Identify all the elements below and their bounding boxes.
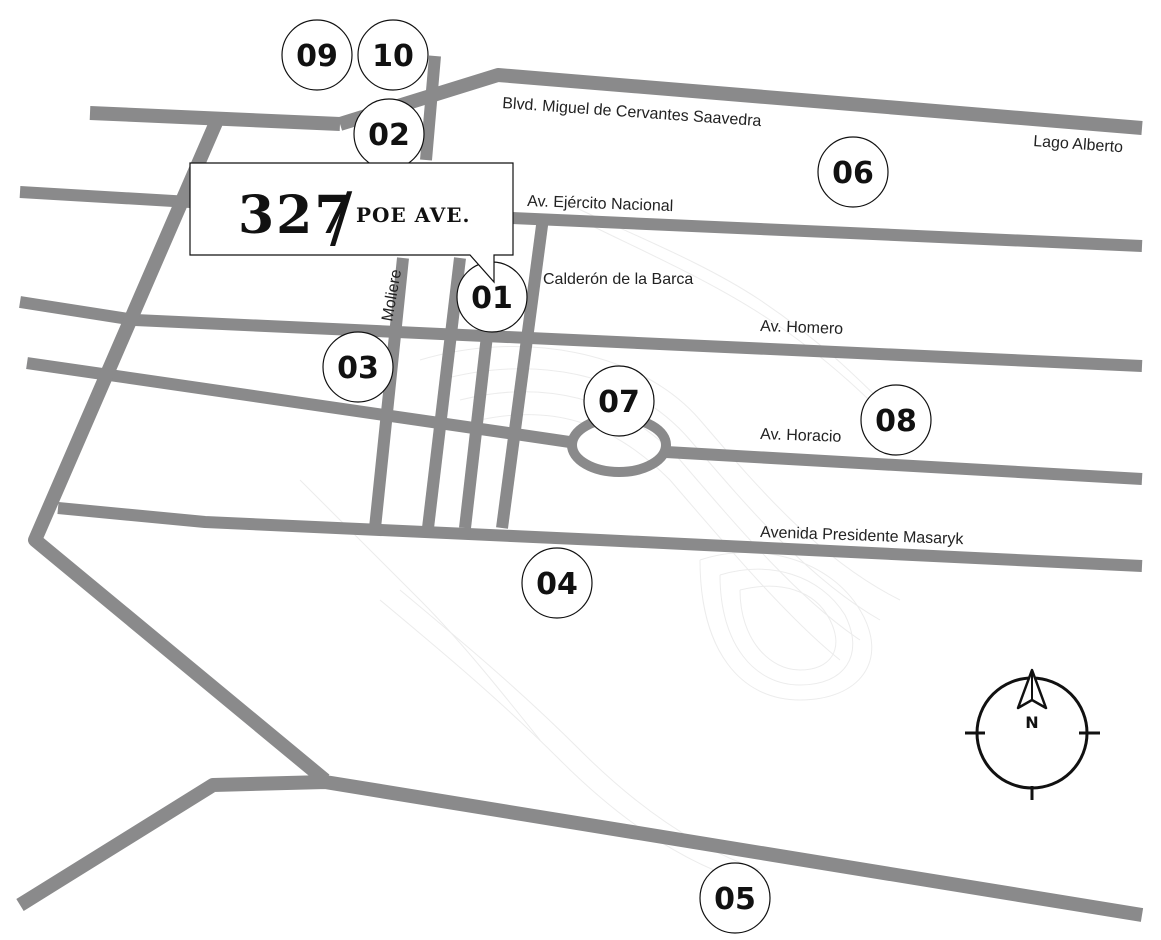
road-calderon (496, 217, 549, 529)
label-ejercito: Av. Ejército Nacional (527, 193, 674, 215)
svg-text:03: 03 (337, 351, 379, 386)
road-horacio-east (665, 446, 1143, 485)
marker-05[interactable]: 05 (699, 862, 771, 934)
svg-text:08: 08 (875, 404, 917, 439)
marker-08[interactable]: 08 (860, 384, 932, 456)
svg-text:06: 06 (832, 156, 874, 191)
marker-03[interactable]: 03 (322, 331, 394, 403)
compass-rose: N (965, 668, 1100, 800)
address-callout[interactable]: 327 / POE AVE. (189, 162, 514, 284)
svg-text:02: 02 (368, 118, 410, 153)
marker-04[interactable]: 04 (521, 547, 593, 619)
compass-label: N (1025, 713, 1038, 732)
north-arrow-icon (1016, 668, 1048, 710)
marker-06[interactable]: 06 (817, 136, 889, 208)
road-west-diagonal (28, 115, 330, 786)
road-poe-a (422, 257, 466, 529)
marker-07[interactable]: 07 (583, 365, 655, 437)
callout-street: POE AVE. (356, 203, 470, 227)
svg-text:09: 09 (296, 39, 338, 74)
marker-01[interactable]: 01 (456, 261, 528, 333)
svg-text:07: 07 (598, 385, 640, 420)
marker-09[interactable]: 09 (281, 19, 353, 91)
road-south (16, 775, 1144, 922)
label-calderon: Calderón de la Barca (543, 271, 693, 288)
marker-02[interactable]: 02 (353, 98, 425, 170)
label-lago-alberto: Lago Alberto (1033, 133, 1124, 156)
label-homero: Av. Homero (760, 318, 844, 338)
road-moliere (369, 257, 409, 529)
marker-10[interactable]: 10 (357, 19, 429, 91)
road-10-north (420, 55, 441, 161)
road-homero (19, 296, 1143, 372)
callout-slash: / (330, 179, 353, 256)
road-network (16, 55, 1144, 922)
svg-text:05: 05 (714, 882, 756, 917)
svg-text:01: 01 (471, 281, 513, 316)
road-masaryk (57, 502, 1143, 572)
callout-number: 327 (238, 185, 353, 246)
svg-text:04: 04 (536, 567, 578, 602)
svg-text:10: 10 (372, 39, 414, 74)
label-horacio: Av. Horacio (760, 426, 842, 446)
road-ejercito (19, 186, 1143, 252)
